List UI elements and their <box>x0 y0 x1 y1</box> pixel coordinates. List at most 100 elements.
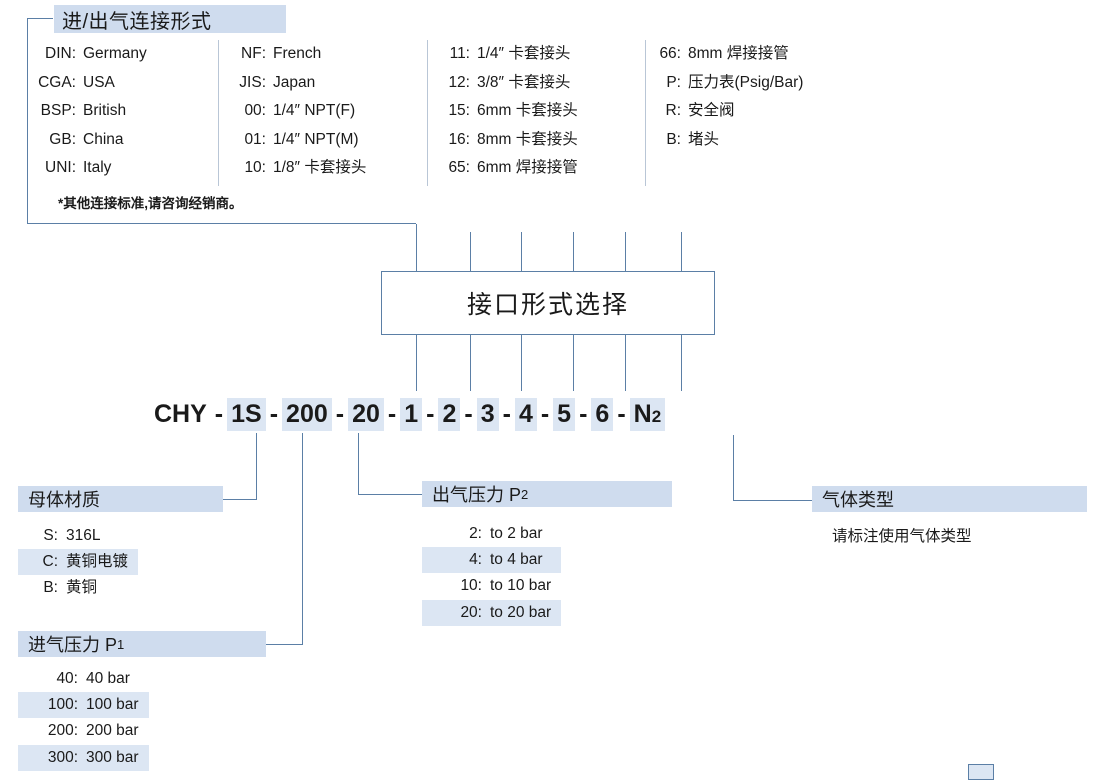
connection-column-1: DIN:Germany CGA:USA BSP:British GB:China… <box>20 40 147 183</box>
item-value: 3/8″ 卡套接头 <box>477 73 571 91</box>
code-segment-gas-type: N2 <box>629 397 666 431</box>
item-key: C: <box>42 553 59 571</box>
code-segment-port-3: 3 <box>476 397 499 431</box>
list-item: 12: 3/8″ 卡套接头 <box>440 69 578 98</box>
part-number-code: CHY - 1S - 200 - 20 - 1 - 2 - 3 - 4 - 5 … <box>150 396 666 432</box>
list-item: B: 堵头 <box>655 126 803 155</box>
item-key: 2: <box>469 525 482 542</box>
item-value: 1/8″ 卡套接头 <box>273 159 367 177</box>
list-item: 16:8mm 卡套接头 <box>440 126 577 155</box>
item-key: 4: <box>469 551 482 569</box>
item-key: R: <box>665 102 682 120</box>
item-key: GB: <box>49 130 76 148</box>
item-key: P: <box>666 73 681 91</box>
item-value: 黄铜电镀 <box>66 553 129 571</box>
code-segment-port-6: 6 <box>591 397 614 431</box>
connector-line-digit-4 <box>573 335 574 391</box>
item-value: 6mm 卡套接头 <box>477 102 578 120</box>
connection-column-3: 11:1/4″ 卡套接头 12:3/8″ 卡套接头 15:6mm 卡套接头 16… <box>440 40 578 183</box>
list-item: DIN: Germany <box>20 40 147 69</box>
list-item: 2:to 2 bar <box>422 521 561 547</box>
item-key: S: <box>43 527 58 544</box>
item-key: 200: <box>47 722 78 740</box>
list-item: GB:China <box>20 126 147 155</box>
item-value: Germany <box>83 45 147 62</box>
code-segment-port-2: 2 <box>438 397 461 431</box>
connection-form-bracket <box>27 18 416 224</box>
connector-line-gas-horizontal <box>733 500 812 501</box>
gas-type-note: 请标注使用气体类型 <box>832 528 972 545</box>
item-value: to 10 bar <box>490 577 552 595</box>
connector-line-inlet-horizontal <box>266 644 303 645</box>
item-value: USA <box>83 73 115 91</box>
page-corner-marker <box>968 764 994 780</box>
list-item: 10: to 10 bar <box>422 573 561 599</box>
list-item: C: 黄铜电镀 <box>18 549 139 576</box>
code-separator: - <box>214 399 224 428</box>
connection-column-2: NF:French JIS:Japan 00:1/4″ NPT(F) 01:1/… <box>232 40 366 183</box>
connector-line-digit-5 <box>625 335 626 391</box>
item-value: to 20 bar <box>490 603 552 621</box>
item-value: 1/4″ 卡套接头 <box>477 45 571 62</box>
connector-line-top-1 <box>416 224 417 271</box>
connector-line-top-5 <box>625 232 626 271</box>
code-segment-port-1: 1 <box>400 397 423 431</box>
interface-type-box: 接口形式选择 <box>381 271 715 335</box>
gas-type-title: 气体类型 <box>812 486 1087 512</box>
list-item: 66:8mm 焊接接管 <box>655 40 803 69</box>
item-key: 12: <box>448 73 470 91</box>
list-item: BSP:British <box>20 97 147 126</box>
list-item: UNI:Italy <box>20 154 147 183</box>
connector-line-digit-2 <box>470 335 471 391</box>
item-value: 100 bar <box>86 696 139 714</box>
item-key: 10: <box>460 577 482 595</box>
item-value: Japan <box>273 73 316 91</box>
body-material-title: 母体材质 <box>18 486 223 512</box>
gas-symbol: N <box>633 399 652 428</box>
item-key: 00: <box>244 102 266 120</box>
code-segment-chy: CHY <box>154 399 207 428</box>
item-key: DIN: <box>45 45 76 62</box>
item-value: 200 bar <box>86 722 139 740</box>
item-value: 黄铜 <box>66 579 98 597</box>
code-segment-inlet-pressure: 200 <box>282 397 332 431</box>
item-value: 堵头 <box>688 130 720 148</box>
connector-line-top-2 <box>470 232 471 271</box>
connector-line-gas-vertical <box>733 435 734 500</box>
item-key: B: <box>666 130 681 148</box>
code-segment-port-4: 4 <box>514 397 537 431</box>
column-divider-2 <box>427 40 428 186</box>
connector-line-top-4 <box>573 232 574 271</box>
item-value: 压力表(Psig/Bar) <box>688 73 804 91</box>
outlet-pressure-subscript: 2 <box>521 486 529 502</box>
item-value: British <box>83 102 127 120</box>
code-separator: - <box>387 399 397 428</box>
code-separator: - <box>579 399 588 428</box>
list-item: 40:40 bar <box>18 666 149 692</box>
item-value: 316L <box>66 527 101 544</box>
item-value: to 4 bar <box>490 551 543 569</box>
item-key: 01: <box>244 130 266 148</box>
item-value: 1/4″ NPT(F) <box>273 102 356 120</box>
list-item: 300:300 bar <box>18 744 149 771</box>
code-separator: - <box>464 399 473 428</box>
item-key: JIS: <box>239 73 266 91</box>
item-key: 65: <box>448 159 470 177</box>
code-separator: - <box>269 399 279 428</box>
list-item: 65:6mm 焊接接管 <box>440 154 577 183</box>
code-segment-outlet-pressure: 20 <box>348 397 384 431</box>
list-item: 00: 1/4″ NPT(F) <box>232 97 366 126</box>
connection-form-title-stub <box>27 18 53 19</box>
connector-line-top-3 <box>521 232 522 271</box>
inlet-pressure-list: 40:40 bar 100:100 bar 200: 200 bar 300:30… <box>18 666 149 771</box>
list-item: 20:to 20 bar <box>422 599 562 626</box>
item-value: Italy <box>83 159 112 177</box>
item-key: B: <box>43 579 58 597</box>
list-item: 100:100 bar <box>18 692 149 719</box>
item-key: 10: <box>244 159 266 177</box>
connector-line-top-6 <box>681 232 682 271</box>
code-segment-port-5: 5 <box>553 397 576 431</box>
item-value: 安全阀 <box>688 102 735 120</box>
